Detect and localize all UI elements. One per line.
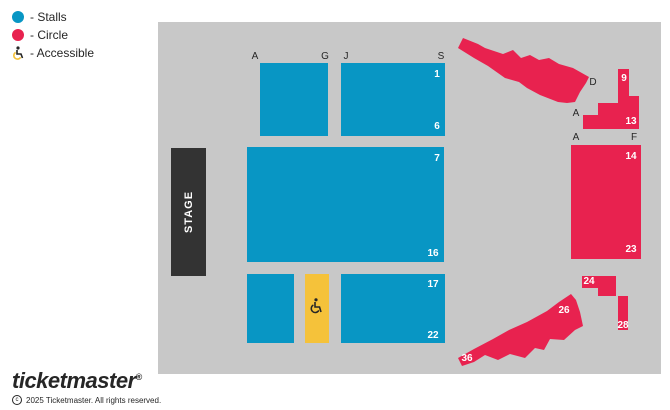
block-number-23: 23 [625, 244, 637, 255]
circle-section: D A A F 9 13 14 23 24 26 28 36 [458, 38, 641, 366]
circle-row-label-d: D [589, 77, 596, 88]
brand-name: ticketmaster [12, 368, 136, 393]
block-number-28: 28 [617, 320, 629, 331]
stage-block [171, 148, 206, 276]
stalls-front-right-block[interactable] [341, 63, 445, 136]
wheelchair-icon [13, 46, 24, 60]
block-number-22: 22 [427, 330, 439, 341]
circle-row-label-f: F [631, 132, 637, 143]
stalls-dot-icon [12, 11, 24, 23]
circle-box-28[interactable] [618, 296, 628, 330]
block-number-26: 26 [558, 305, 570, 316]
legend-stalls: - Stalls [12, 8, 94, 26]
copyright-text: 2025 Ticketmaster. All rights reserved. [26, 395, 162, 405]
block-number-24: 24 [583, 276, 595, 287]
copyright-notice: c 2025 Ticketmaster. All rights reserved… [12, 395, 161, 405]
legend-accessible: - Accessible [12, 44, 94, 62]
circle-dot-icon [12, 29, 24, 41]
accessible-area[interactable] [305, 274, 329, 343]
block-number-17: 17 [427, 279, 439, 290]
block-number-7: 7 [434, 153, 440, 164]
stalls-middle-block[interactable] [247, 147, 444, 262]
row-label-g: G [321, 51, 329, 62]
stalls-rear-right-block[interactable] [341, 274, 445, 343]
stage: STAGE [171, 148, 206, 276]
row-label-j: J [344, 51, 349, 62]
legend-circle: - Circle [12, 26, 94, 44]
circle-upper-diagonal-block[interactable] [458, 38, 589, 103]
block-number-6: 6 [434, 121, 440, 132]
legend-accessible-label: - Accessible [30, 46, 95, 60]
stalls-rear-left-block[interactable] [247, 274, 294, 343]
copyright-icon: c [12, 395, 22, 405]
circle-box-24[interactable] [582, 276, 616, 296]
block-number-36: 36 [461, 353, 473, 364]
circle-lower-diagonal-block[interactable] [458, 294, 583, 366]
accessible-wheelchair-icon [310, 298, 322, 314]
block-number-1: 1 [434, 69, 440, 80]
row-label-s: S [438, 51, 445, 62]
block-number-16: 16 [427, 248, 439, 259]
stalls-front-left-block[interactable] [260, 63, 328, 136]
block-number-9: 9 [621, 73, 627, 84]
circle-row-label-a: A [573, 132, 580, 143]
circle-row-label-a-upper: A [573, 108, 580, 119]
stage-label: STAGE [183, 191, 195, 233]
circle-side-main-block[interactable] [571, 145, 641, 259]
ticketmaster-logo: ticketmaster® [12, 368, 142, 394]
legend: - Stalls - Circle - Accessible [12, 8, 94, 62]
circle-side-upper-block[interactable] [583, 69, 639, 129]
row-label-a: A [252, 51, 259, 62]
legend-stalls-label: - Stalls [30, 10, 67, 24]
stalls-section: A G J S 1 6 7 16 17 22 [247, 51, 445, 343]
brand-registered-mark: ® [135, 372, 143, 382]
legend-circle-label: - Circle [30, 28, 68, 42]
block-number-13: 13 [625, 116, 637, 127]
block-number-14: 14 [625, 151, 637, 162]
